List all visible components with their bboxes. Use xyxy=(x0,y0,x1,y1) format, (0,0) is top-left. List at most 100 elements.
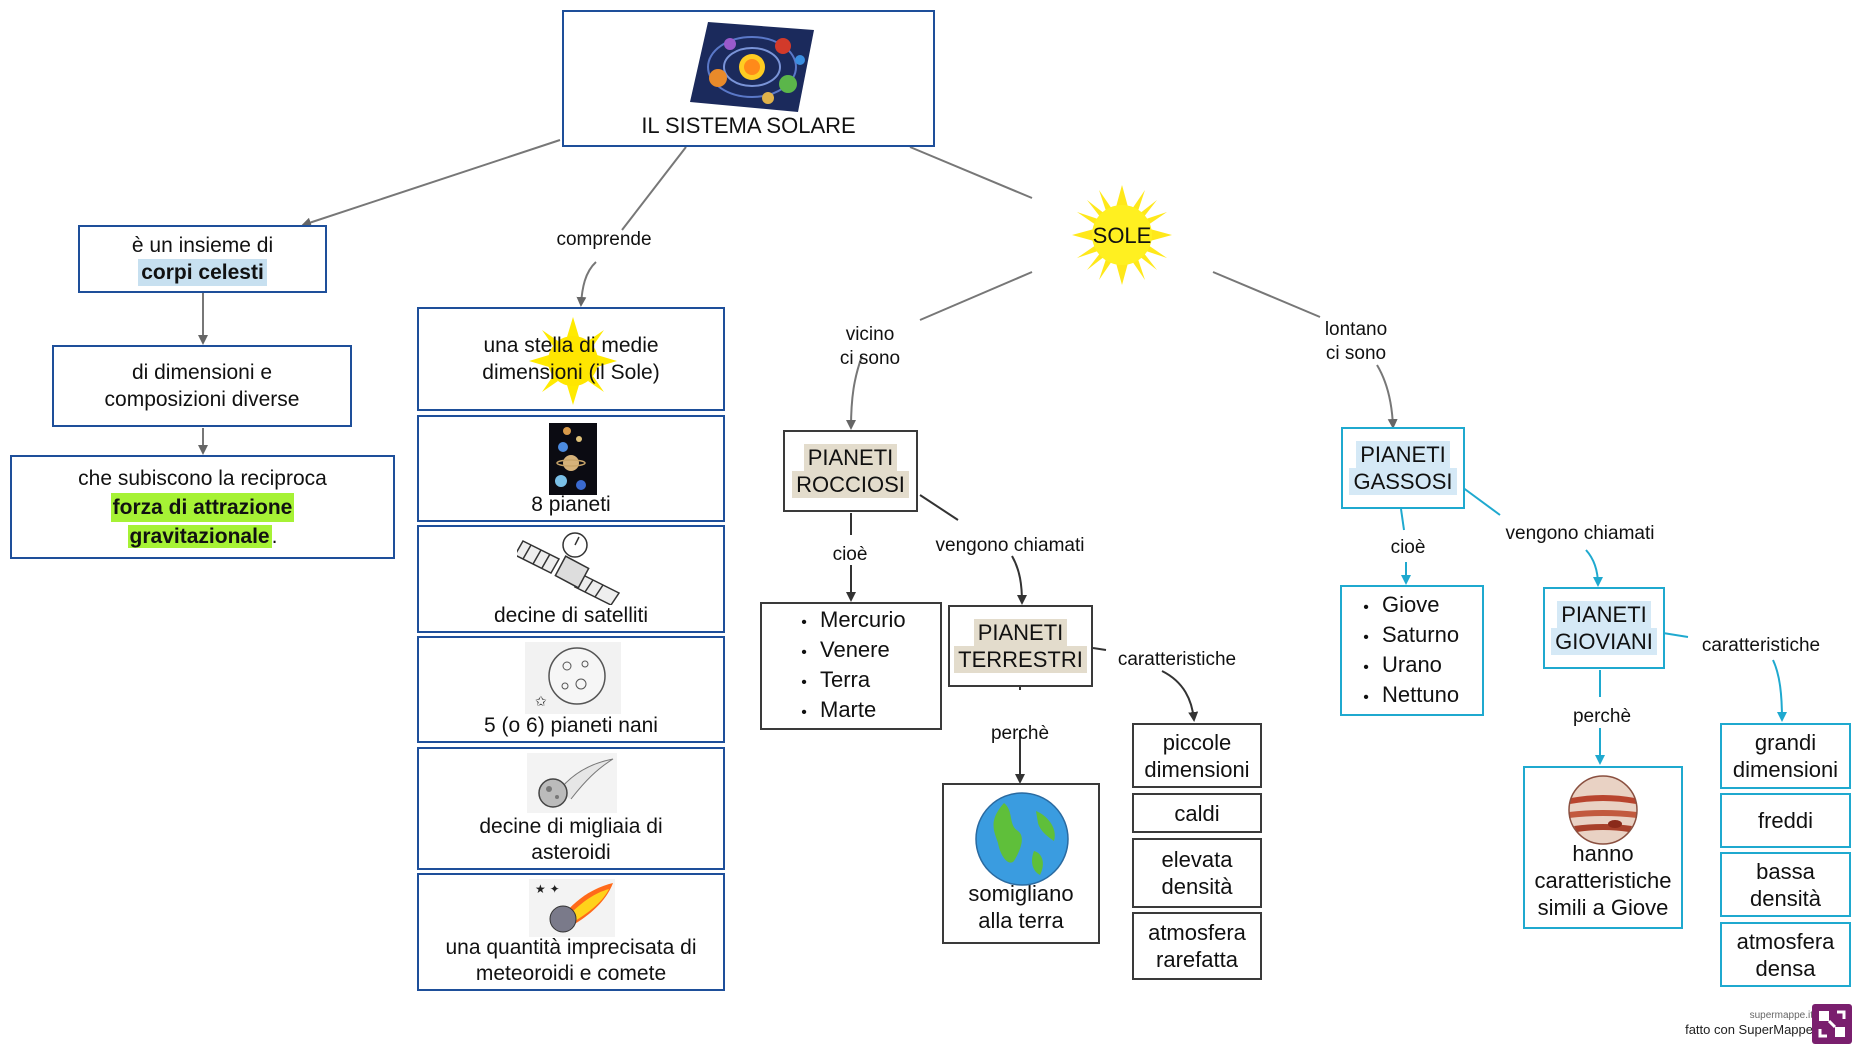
lontano-label: lontano ci sono xyxy=(1316,318,1396,366)
trait-line1: atmosfera xyxy=(1736,928,1835,954)
somigliano-line2: alla terra xyxy=(978,908,1064,933)
lontano-line1: lontano xyxy=(1324,319,1388,340)
rocky-called-label: vengono chiamati xyxy=(935,535,1085,556)
simili-line1: hanno xyxy=(1572,841,1634,866)
rocky-list: Mercurio Venere Terra Marte xyxy=(788,606,906,726)
brand-site: supermappe.it xyxy=(1749,1010,1813,1021)
stella-line2: dimensioni (il Sole) xyxy=(482,361,660,384)
gas-list-node: Giove Saturno Urano Nettuno xyxy=(1340,585,1484,716)
gravitazionale-highlight: gravitazionale xyxy=(127,524,272,548)
gas-caratteristiche-label: caratteristiche xyxy=(1701,635,1821,656)
trait-line1: bassa xyxy=(1756,858,1815,884)
meteoroidi-node: ★ ✦ una quantità imprecisata di meteoroi… xyxy=(417,873,725,991)
svg-text:✩: ✩ xyxy=(535,694,547,710)
trait-line2: dimensioni xyxy=(1732,757,1839,782)
vicino-line2: ci sono xyxy=(839,348,901,369)
gassosi-line1: PIANETI xyxy=(1356,441,1450,468)
trait-line1: atmosfera xyxy=(1148,920,1246,945)
sole-node: SOLE xyxy=(1072,185,1172,285)
simili-line2: caratteristiche xyxy=(1534,868,1672,893)
rocky-caratteristiche-label: caratteristiche xyxy=(1117,649,1237,670)
pianeti-node: 8 pianeti xyxy=(417,415,725,522)
forza-highlight: forza di attrazione xyxy=(110,492,295,522)
trait-line2: densa xyxy=(1755,955,1816,981)
rocky-trait-node: piccole dimensioni xyxy=(1132,723,1262,788)
gas-list: Giove Saturno Urano Nettuno xyxy=(1350,591,1459,711)
comprende-label: comprende xyxy=(556,229,652,250)
trait-line2: dimensioni xyxy=(1144,756,1250,782)
rocciosi-line1: PIANETI xyxy=(803,444,898,471)
asteroid-icon xyxy=(527,753,617,813)
pianeti-terrestri-node: PIANETI TERRESTRI xyxy=(948,605,1093,687)
list-item: Urano xyxy=(1350,651,1459,681)
supermappe-logo-icon xyxy=(1812,1004,1852,1044)
satelliti-label: decine di satelliti xyxy=(493,604,649,627)
meteoroidi-line2: meteoroidi e comete xyxy=(475,962,667,985)
dwarf-planet-icon: ✩ xyxy=(525,642,621,714)
rocky-perche-label: perchè xyxy=(990,723,1050,744)
attrazione-line1: che subiscono la reciproca xyxy=(78,466,327,490)
gassosi-line2: GASSOSI xyxy=(1349,468,1457,495)
gas-cioe-label: cioè xyxy=(1390,537,1426,558)
sun-icon xyxy=(529,317,617,405)
corpi-celesti-highlight: corpi celesti xyxy=(138,259,267,286)
corpi-celesti-node: è un insieme di corpi celesti xyxy=(78,225,327,293)
gas-trait-node: atmosfera densa xyxy=(1720,922,1851,987)
rocky-trait-node: caldi xyxy=(1132,793,1262,833)
trait-line1: caldi xyxy=(1174,800,1220,826)
gioviani-line2: GIOVIANI xyxy=(1551,628,1657,655)
trait-line1: piccole xyxy=(1162,729,1232,755)
trait-line1: elevata xyxy=(1161,847,1233,872)
vicino-line1: vicino xyxy=(845,324,895,345)
stella-node: una stella di medie dimensioni (il Sole) xyxy=(417,307,725,411)
terrestri-line2: TERRESTRI xyxy=(954,646,1087,673)
pianeti-gassosi-node: PIANETI GASSOSI xyxy=(1341,427,1465,509)
planets-icon xyxy=(549,423,597,495)
simili-line3: simili a Giove xyxy=(1537,895,1669,920)
dimensioni-line1: di dimensioni e xyxy=(131,361,273,384)
solar-system-icon xyxy=(690,22,814,112)
sole-label: SOLE xyxy=(1092,222,1152,248)
supermappe-brand: supermappe.it fatto con SuperMappe xyxy=(1645,1010,1813,1038)
rocky-trait-node: atmosfera rarefatta xyxy=(1132,912,1262,980)
stella-line1: una stella di medie xyxy=(483,334,659,357)
rocky-trait-node: elevata densità xyxy=(1132,838,1262,908)
terrestri-line1: PIANETI xyxy=(973,619,1068,646)
dimensioni-node: di dimensioni e composizioni diverse xyxy=(52,345,352,427)
trait-line2: densità xyxy=(1750,885,1821,911)
trait-line2: densità xyxy=(1161,874,1233,899)
pianeti-nani-label: 5 (o 6) pianeti nani xyxy=(484,714,658,737)
insieme-text: è un insieme di xyxy=(131,234,274,257)
gas-trait-node: bassa densità xyxy=(1720,852,1851,917)
attrazione-tail: . xyxy=(271,524,278,548)
rocky-cioe-label: cioè xyxy=(832,544,868,565)
root-node: IL SISTEMA SOLARE xyxy=(562,10,935,147)
list-item: Giove xyxy=(1350,591,1459,621)
brand-made-with: fatto con SuperMappe xyxy=(1685,1022,1813,1037)
attrazione-node: che subiscono la reciproca forza di attr… xyxy=(10,455,395,559)
list-item: Terra xyxy=(788,666,906,696)
sole-sun-icon xyxy=(1072,185,1172,285)
lontano-line2: ci sono xyxy=(1325,343,1387,364)
satelliti-node: decine di satelliti xyxy=(417,525,725,633)
gas-perche-label: perchè xyxy=(1572,706,1632,727)
pianeti-gioviani-node: PIANETI GIOVIANI xyxy=(1543,587,1665,669)
trait-line1: freddi xyxy=(1757,808,1814,833)
asteroidi-node: decine di migliaia di asteroidi xyxy=(417,747,725,870)
list-item: Saturno xyxy=(1350,621,1459,651)
rocky-list-node: Mercurio Venere Terra Marte xyxy=(760,602,942,730)
pianeti-label: 8 pianeti xyxy=(531,493,611,516)
gas-called-label: vengono chiamati xyxy=(1505,523,1655,544)
trait-line2: rarefatta xyxy=(1156,947,1238,972)
vicino-label: vicino ci sono xyxy=(830,323,910,371)
pianeti-rocciosi-node: PIANETI ROCCIOSI xyxy=(783,430,918,512)
pianeti-nani-node: ✩ 5 (o 6) pianeti nani xyxy=(417,636,725,743)
gioviani-line1: PIANETI xyxy=(1557,601,1651,628)
gas-trait-node: grandi dimensioni xyxy=(1720,723,1851,789)
list-item: Marte xyxy=(788,696,906,726)
comet-icon: ★ ✦ xyxy=(529,879,615,937)
root-title: IL SISTEMA SOLARE xyxy=(641,113,856,138)
list-item: Mercurio xyxy=(788,606,906,636)
somigliano-node: somigliano alla terra xyxy=(942,783,1100,944)
rocciosi-line2: ROCCIOSI xyxy=(792,471,909,498)
